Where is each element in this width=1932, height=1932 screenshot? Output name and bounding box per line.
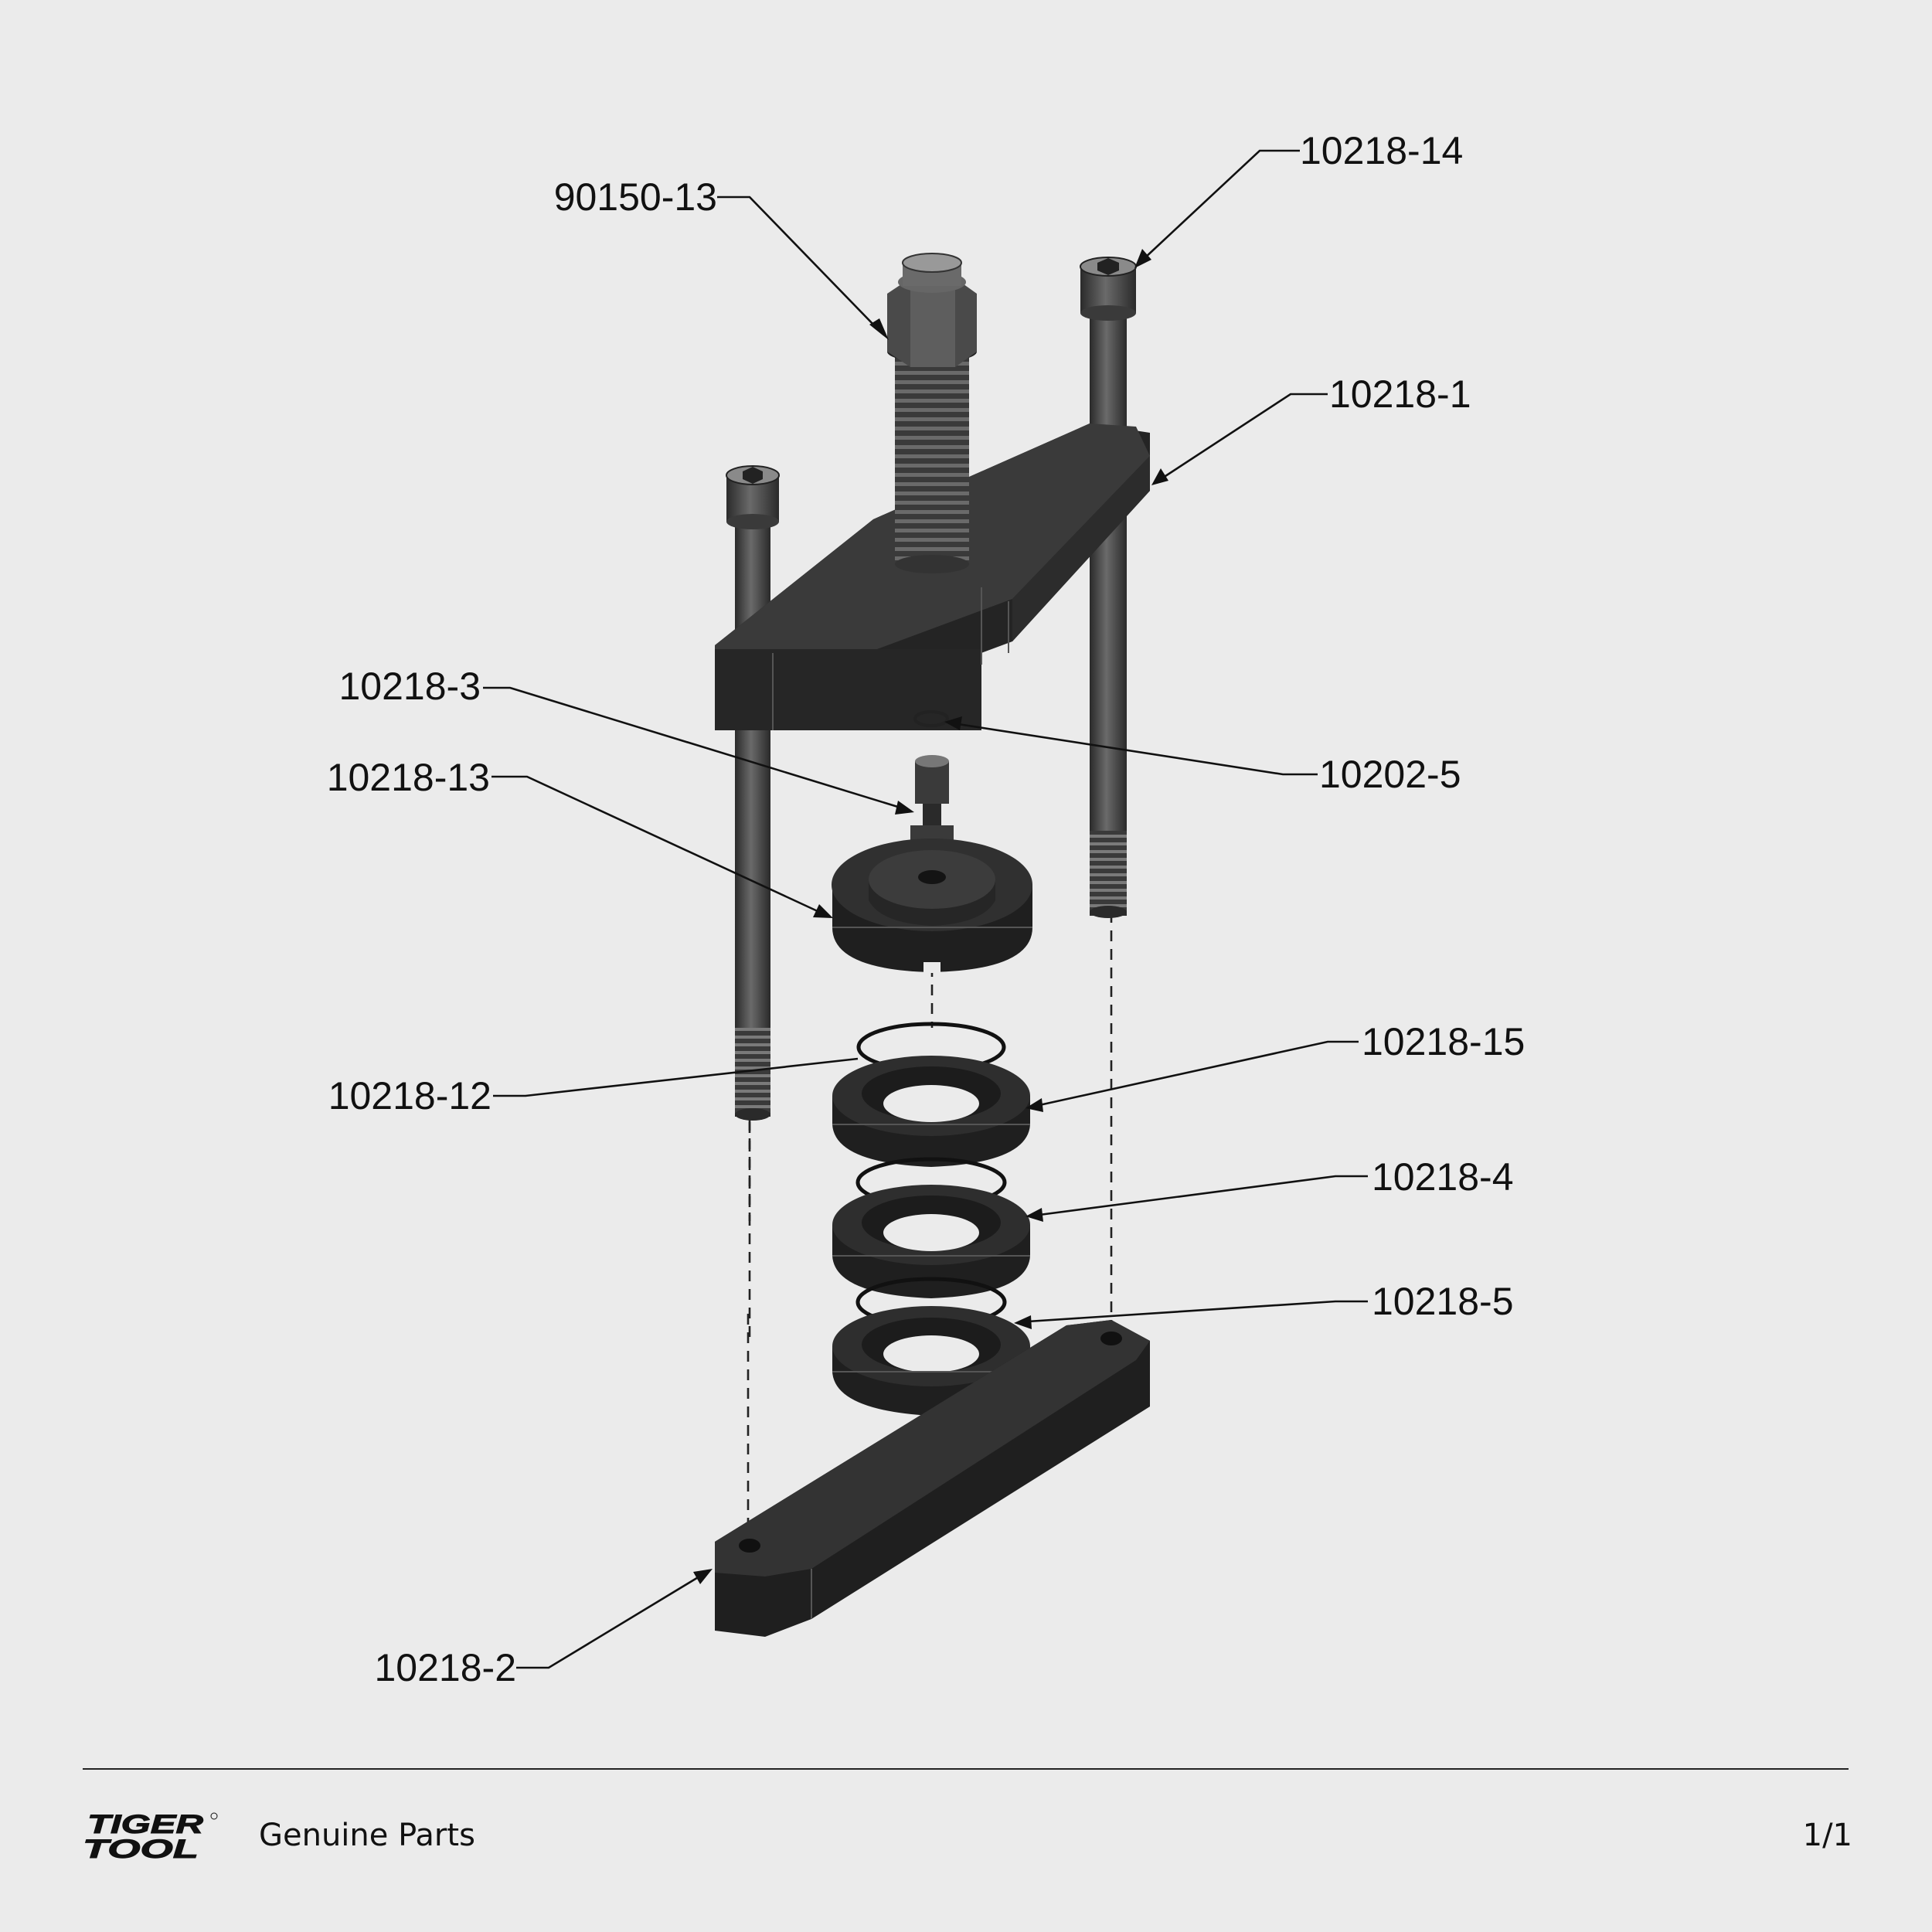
- footer-divider: [83, 1768, 1849, 1770]
- footer-label: Genuine Parts: [259, 1818, 475, 1853]
- callout-10218-14: 10218-14: [1300, 129, 1463, 172]
- callout-10218-5: 10218-5: [1372, 1280, 1514, 1323]
- callout-10218-3: 10218-3: [339, 665, 481, 708]
- callout-10218-1: 10218-1: [1329, 372, 1471, 416]
- forcing-screw: [887, 253, 977, 573]
- pin: [910, 755, 954, 842]
- callout-leaders: [483, 149, 1368, 1669]
- page-number: 1/1: [1802, 1818, 1852, 1853]
- washer: [832, 1185, 1030, 1298]
- callout-10202-5: 10202-5: [1319, 753, 1461, 796]
- callout-labels: 90150-13 10218-14 10218-1 10218-3 10218-…: [327, 129, 1526, 1689]
- callout-10218-12: 10218-12: [328, 1074, 492, 1117]
- cup: [832, 1056, 1030, 1167]
- callout-10218-15: 10218-15: [1362, 1020, 1525, 1063]
- logo-line-2: TOOL: [83, 1835, 199, 1862]
- logo-line-1: TIGER: [87, 1810, 204, 1839]
- adapter: [832, 838, 1032, 973]
- cap-screw-right: [1080, 257, 1137, 918]
- cap-screw-left: [726, 465, 780, 1121]
- callout-90150-13: 90150-13: [554, 175, 717, 219]
- snap-ring: [913, 710, 949, 727]
- base-plate: [715, 1320, 1150, 1637]
- callout-10218-4: 10218-4: [1372, 1155, 1514, 1199]
- callout-10218-2: 10218-2: [375, 1646, 517, 1689]
- callout-10218-13: 10218-13: [327, 756, 490, 799]
- tiger-tool-logo: TIGER TOOL: [83, 1810, 218, 1862]
